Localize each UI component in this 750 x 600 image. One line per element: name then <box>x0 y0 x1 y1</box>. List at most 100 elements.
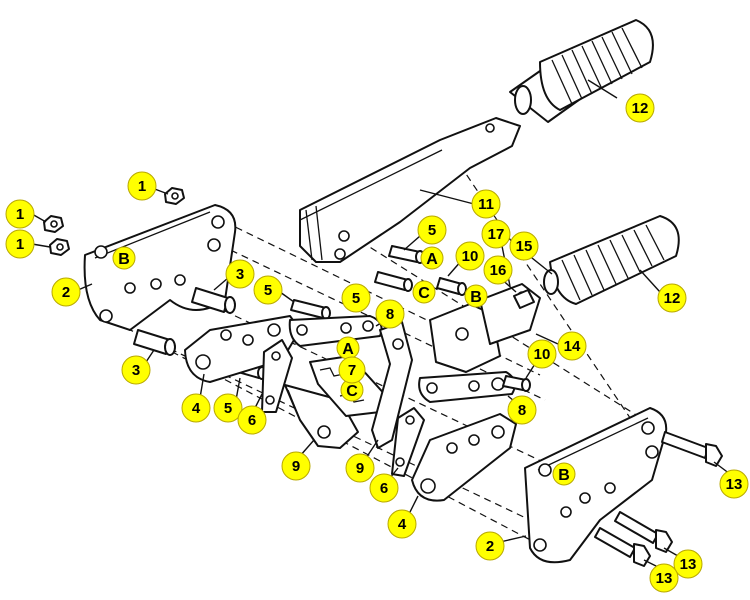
callout-13-low-a-text: 13 <box>680 556 697 573</box>
callout-8-lower-text: 8 <box>518 402 526 419</box>
callout-4-right-text: 4 <box>398 516 407 533</box>
pin-B-top <box>436 277 467 296</box>
pin-upper-mid <box>290 299 331 320</box>
callout-2-right-text: 2 <box>486 538 494 555</box>
spacer-lower <box>133 329 176 356</box>
upper-link-right <box>418 371 516 403</box>
callout-7: 7 <box>338 356 366 384</box>
letter-c-marker <box>412 280 436 304</box>
callout-5-b: 5 <box>341 283 371 313</box>
callout-13-low-a: 13 <box>673 549 703 579</box>
callout-2-left-text: 2 <box>62 284 70 301</box>
callout-16: 16 <box>483 255 513 285</box>
callout-14: 14 <box>557 331 587 361</box>
callout-5-a-text: 5 <box>264 282 272 299</box>
right-link-plate <box>411 413 517 502</box>
callout-2-left: 2 <box>51 277 81 307</box>
callout-8-upper-text: 8 <box>386 306 394 323</box>
callout-1-low-text: 1 <box>16 236 24 253</box>
callout-1-top-text: 1 <box>138 178 146 195</box>
small-link-left <box>261 339 293 413</box>
bolt-lower-1 <box>614 511 673 553</box>
upper-link-left <box>288 315 383 347</box>
callout-14-text: 14 <box>564 338 581 355</box>
callout-8-upper: 8 <box>375 299 405 329</box>
small-link-right <box>391 407 425 477</box>
letter-c-pin: C <box>418 285 430 302</box>
callout-17: 17 <box>481 219 511 249</box>
callout-4-left: 4 <box>181 393 211 423</box>
callout-10-top-text: 10 <box>462 248 479 265</box>
letter-b-pin-marker <box>464 284 488 308</box>
callout-4-right: 4 <box>387 509 417 539</box>
callout-9-right: 9 <box>345 453 375 483</box>
callout-5-b-text: 5 <box>352 290 360 307</box>
callout-9-right-text: 9 <box>356 460 364 477</box>
callout-1-top: 1 <box>127 171 157 201</box>
nut-lower <box>49 238 70 256</box>
letter-a-mid: A <box>342 341 354 358</box>
callout-8-lower: 8 <box>507 395 537 425</box>
callout-17-text: 17 <box>488 226 505 243</box>
callout-12-low-text: 12 <box>664 290 681 307</box>
letter-b-pin: B <box>470 289 482 306</box>
upper-grip <box>539 19 654 111</box>
callout-3-upper-text: 3 <box>236 266 244 283</box>
letter-b-marker <box>112 246 136 270</box>
callout-12-low: 12 <box>657 283 687 313</box>
callout-3-lower-text: 3 <box>132 362 140 379</box>
callout-5-c: 5 <box>417 215 447 245</box>
callout-15-text: 15 <box>516 238 533 255</box>
callout-15: 15 <box>509 231 539 261</box>
callout-6-left: 6 <box>237 405 267 435</box>
letter-a-pin: A <box>426 251 438 268</box>
callout-10-low-text: 10 <box>534 346 551 363</box>
callout-13-right-text: 13 <box>726 476 743 493</box>
callout-11: 11 <box>471 189 501 219</box>
callout-6-right-text: 6 <box>380 480 388 497</box>
callout-1-mid-text: 1 <box>16 206 24 223</box>
callout-13-right: 13 <box>719 469 749 499</box>
callout-13-low-b: 13 <box>649 563 679 593</box>
handle-arm <box>299 117 521 263</box>
letter-c-mid: C <box>346 383 358 400</box>
letter-labels: B A C B A C B <box>112 246 576 486</box>
lower-grip <box>543 215 680 305</box>
callout-5-a: 5 <box>253 275 283 305</box>
nut-middle <box>43 215 64 233</box>
letter-b-left: B <box>118 251 130 268</box>
callout-12-top: 12 <box>625 93 655 123</box>
letter-b-right-marker <box>552 462 576 486</box>
bolt-upper-right <box>661 431 723 467</box>
callout-9-left-text: 9 <box>292 458 300 475</box>
left-side-plate <box>83 204 237 331</box>
callout-9-left: 9 <box>281 451 311 481</box>
spacer-upper <box>191 287 236 314</box>
callout-2-right: 2 <box>475 531 505 561</box>
callout-1-mid: 1 <box>5 199 35 229</box>
letter-b-right: B <box>558 467 570 484</box>
callout-12-top-text: 12 <box>632 100 649 117</box>
callout-16-text: 16 <box>490 262 507 279</box>
callout-13-low-b-text: 13 <box>656 570 673 587</box>
callout-5-d-text: 5 <box>224 400 232 417</box>
callout-5-c-text: 5 <box>428 222 436 239</box>
callout-6-right: 6 <box>369 473 399 503</box>
nut-top <box>164 187 185 205</box>
callout-11-text: 11 <box>478 196 494 213</box>
letter-a-marker <box>420 246 444 270</box>
callout-3-upper: 3 <box>225 259 255 289</box>
pawl-right <box>371 321 413 449</box>
callout-10-top: 10 <box>455 241 485 271</box>
pin-C-top <box>374 271 413 292</box>
callout-4-left-text: 4 <box>192 400 201 417</box>
callout-3-lower: 3 <box>121 355 151 385</box>
callout-6-left-text: 6 <box>248 412 256 429</box>
callout-10-low: 10 <box>527 339 557 369</box>
clevis-block <box>429 283 541 373</box>
callout-5-d: 5 <box>213 393 243 423</box>
callout-1-low: 1 <box>5 229 35 259</box>
callout-7-text: 7 <box>348 362 356 379</box>
